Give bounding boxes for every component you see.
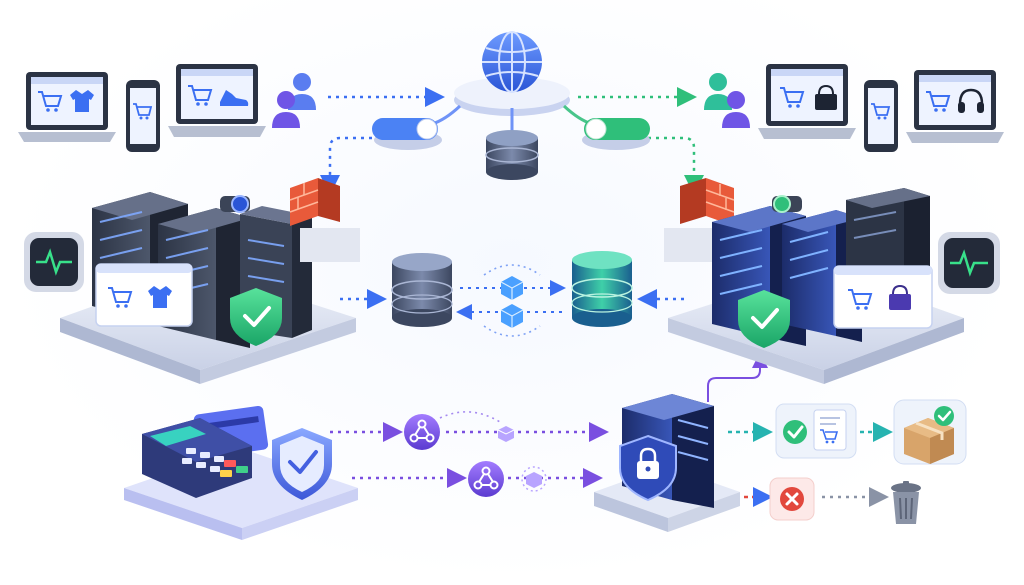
connectors (320, 87, 893, 507)
datacenter-right (664, 178, 1000, 384)
camera-icon (772, 195, 802, 213)
trash (891, 481, 921, 524)
cube-icon (521, 466, 547, 492)
check-circle-icon (783, 420, 807, 444)
flow-webhook-top-retry (439, 411, 501, 423)
users-icon (272, 73, 316, 128)
shield-check-icon (738, 290, 790, 348)
cart-icon (926, 91, 951, 112)
laptop-icon (758, 64, 856, 139)
headphones-icon (958, 88, 984, 113)
database-icon (485, 130, 539, 180)
payment-terminal (124, 405, 358, 540)
users-right (704, 73, 750, 128)
camera-icon (220, 195, 250, 213)
sync-arc-top (483, 264, 541, 276)
shop-window-icon (833, 265, 933, 329)
cart-icon (188, 85, 213, 106)
trash-icon (891, 481, 921, 524)
shield-check-icon (230, 288, 282, 346)
webhook-icon (404, 414, 440, 450)
client-devices-right (758, 64, 1004, 152)
sync-cubes (500, 276, 524, 328)
cube-icon (497, 426, 515, 442)
laptop-icon (168, 64, 266, 137)
globe-icon (482, 31, 542, 93)
heartbeat-monitor-icon (938, 232, 1000, 294)
toggle-switch-icon (372, 118, 438, 140)
package-check-icon (904, 406, 954, 464)
toggle-left (372, 118, 442, 150)
pos-terminal-icon (142, 418, 252, 498)
cart-icon (780, 87, 805, 108)
laptop-icon (906, 70, 1004, 143)
cube-icon (500, 304, 524, 328)
cart-icon (871, 103, 891, 120)
lock-shield-icon (619, 434, 677, 502)
cart-icon (133, 103, 153, 120)
package-delivered (893, 399, 967, 465)
order-rejected (769, 477, 815, 521)
central-database (485, 130, 539, 180)
shield-check-icon (272, 428, 332, 500)
tshirt-icon (148, 286, 172, 308)
tshirt-icon (70, 90, 94, 112)
x-circle-icon (780, 487, 804, 511)
users-icon (704, 73, 750, 128)
flow-server-to-datacenter-right (707, 352, 768, 402)
sneaker-icon (220, 90, 249, 106)
handbag-icon (889, 284, 911, 310)
cube-icon (500, 276, 524, 300)
receipt-cart-icon (813, 409, 847, 451)
webhook-bottom (468, 461, 547, 497)
flow-toggle-to-datacenter-left (320, 136, 380, 195)
db-replica-left (391, 253, 453, 327)
payment-shield (272, 428, 332, 500)
users-left (272, 73, 316, 128)
database-icon (391, 253, 453, 327)
toggle-switch-icon (584, 118, 650, 140)
webhook-icon (468, 461, 504, 497)
webhook-top (404, 414, 515, 450)
flow-toggle-to-datacenter-right (640, 136, 704, 195)
shop-window-icon (95, 263, 193, 327)
datacenter-left (24, 178, 360, 384)
phone-icon (864, 80, 898, 152)
database-icon (571, 251, 633, 327)
cart-icon (38, 91, 63, 112)
order-approved (775, 403, 857, 459)
secure-server (594, 394, 740, 532)
sync-arc-bottom (483, 325, 541, 337)
global-network (431, 31, 593, 134)
cart-icon (848, 289, 873, 310)
laptop-icon (18, 72, 116, 142)
firewall-icon (289, 178, 360, 262)
heartbeat-monitor-icon (24, 232, 84, 292)
handbag-icon (815, 84, 837, 110)
cart-icon (108, 287, 133, 308)
phone-icon (126, 80, 160, 152)
toggle-right (582, 118, 650, 150)
db-replica-right (571, 251, 633, 327)
client-devices-left (18, 64, 266, 152)
